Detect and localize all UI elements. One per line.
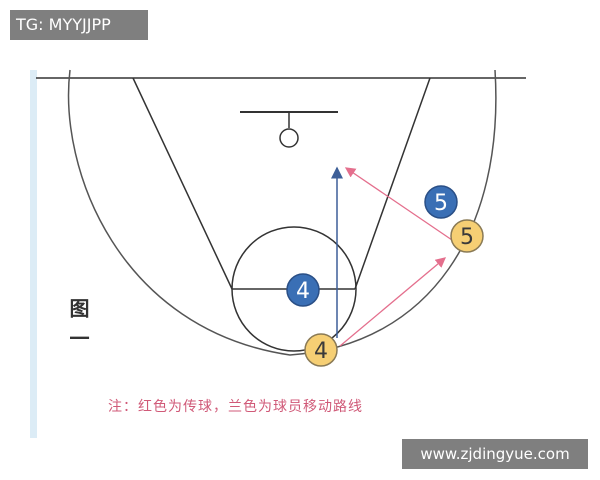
legend-note: 注：红色为传球，兰色为球员移动路线	[108, 399, 363, 415]
left-border-strip	[30, 70, 37, 438]
player-blue-4: 4	[286, 273, 320, 307]
player-yellow-4-label: 4	[314, 339, 328, 364]
pass-line-5-to-post	[344, 167, 453, 241]
site-watermark: www.zjdingyue.com	[402, 439, 588, 469]
three-point-line	[67, 69, 497, 356]
hoop	[279, 128, 299, 148]
player-yellow-5: 5	[450, 219, 484, 253]
free-throw-circle	[231, 226, 357, 352]
player-blue-5-label: 5	[434, 191, 448, 216]
player-blue-4-label: 4	[296, 279, 310, 304]
tg-watermark: TG: MYYJJPP	[10, 10, 148, 40]
player-yellow-5-label: 5	[460, 225, 474, 250]
pass-line-4-to-5	[339, 257, 446, 347]
figure-label: 图一	[66, 298, 90, 358]
player-yellow-4: 4	[304, 333, 338, 367]
player-blue-5: 5	[424, 185, 458, 219]
lane-line-right	[354, 77, 431, 290]
lane-line-left	[132, 77, 233, 290]
